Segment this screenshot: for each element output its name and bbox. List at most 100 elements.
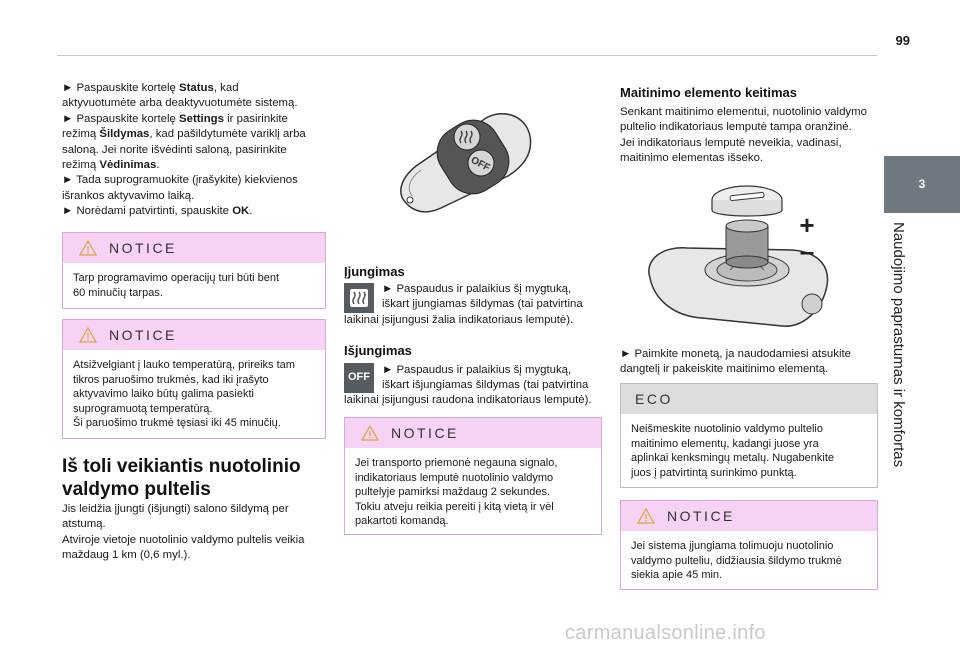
intro-line: aktyvuotumėte arba deaktyvuotumėte siste…	[62, 96, 328, 111]
notice-box-4: NOTICE Jei sistema įjungiama tolimuoju n…	[620, 500, 878, 590]
intro-bold-term: OK	[232, 205, 250, 218]
eco-box: ECO Neišmeskite nuotolinio valdymo pulte…	[620, 383, 878, 488]
intro-text: ► Norėdami patvirtinti, spauskite	[62, 205, 233, 218]
intro-text: režimą	[62, 128, 100, 141]
notice-label: NOTICE	[109, 240, 177, 256]
notice-header: NOTICE	[63, 320, 325, 350]
notice-line: Ši paruošimo trukmė tęsiasi iki 45 minuč…	[73, 417, 281, 429]
chapter-title: Naudojimo paprastumas ir komfortas	[883, 222, 919, 492]
step-line: dangtelį ir pakeiskite maitinimo element…	[620, 363, 829, 376]
notice-line: Atsižvelgiant į lauko temperatūrą, prire…	[73, 359, 295, 371]
intro-bold-term: Šildymas	[99, 128, 150, 141]
eco-line: Neišmeskite nuotolinio valdymo pultelio	[631, 423, 823, 435]
off-line: iškart išjungiamas šildymas (tai patvirt…	[382, 379, 589, 392]
para-line: atstumą.	[62, 518, 106, 531]
eco-header: ECO	[621, 384, 877, 414]
eco-line: aplinkai kenksmingų metalų. Nugabenkite	[631, 452, 835, 464]
notice-line: pakartoti komandą.	[355, 515, 449, 527]
heading-line: Iš toli veikiantis nuotolinio	[62, 456, 301, 477]
step-line: ► Paimkite monetą, ja naudodamiesi atsuk…	[620, 348, 851, 360]
notice-line: Jei sistema įjungiama tolimuoju nuotolin…	[631, 540, 834, 552]
chapter-tab[interactable]: 3	[884, 156, 960, 213]
para-line: Jei indikatoriaus lemputė neveikia, vadi…	[620, 136, 842, 149]
intro-line: išrankos aktyvavimo laiką.	[62, 189, 328, 204]
notice-box-3: NOTICE Jei transporto priemonė negauna s…	[344, 417, 602, 535]
intro-line: ► Norėdami patvirtinti, spauskite OK.	[62, 204, 328, 219]
warning-triangle-icon	[79, 327, 97, 343]
eco-line: juos į patvirtintą surinkimo punktą.	[631, 466, 797, 479]
battery-description: Senkant maitinimo elementui, nuotolinio …	[620, 105, 878, 167]
intro-text: , kad	[213, 82, 239, 94]
para-line: Jis leidžia įjungti (išjungti) salono ši…	[62, 503, 289, 515]
page-number: 99	[895, 33, 910, 48]
chapter-title-text: Naudojimo paprastumas ir komfortas	[890, 222, 907, 468]
notice-header: NOTICE	[63, 233, 325, 263]
intro-text: ► Paspauskite kortelę	[62, 82, 180, 94]
on-line: ► Paspaudus ir palaikius šį mygtuką,	[382, 283, 572, 295]
para-line: pultelio indikatoriaus lemputė tampa ora…	[620, 121, 852, 134]
notice-box-1: NOTICE Tarp programavimo operacijų turi …	[62, 232, 326, 309]
intro-text: aktyvuotumėte arba deaktyvuotumėte siste…	[62, 97, 298, 110]
warning-triangle-icon	[361, 425, 379, 441]
intro-line: ► Paspauskite kortelę Settings ir pasiri…	[62, 112, 328, 127]
notice-header: NOTICE	[621, 501, 877, 531]
intro-text: saloną. Jei norite išvėdinti saloną, pas…	[62, 143, 287, 156]
heading-line: valdymo pultelis	[62, 479, 211, 500]
intro-text: režimą	[62, 159, 100, 172]
notice-label: NOTICE	[667, 508, 735, 524]
para-line: maždaug 1 km (0,6 myl.).	[62, 549, 191, 562]
notice-line: Tarp programavimo operacijų turi būti be…	[73, 272, 280, 284]
para-line: Atviroje vietoje nuotolinio valdymo pult…	[62, 533, 305, 546]
intro-text: , kad pašildytumėte variklį arba	[149, 128, 306, 141]
intro-text: ► Paspauskite kortelę	[62, 112, 180, 125]
notice-label: NOTICE	[109, 327, 177, 343]
notice-box-2: NOTICE Atsižvelgiant į lauko temperatūrą…	[62, 319, 326, 439]
notice-label: NOTICE	[391, 425, 459, 441]
notice-line: valdymo pulteliu, didžiausia šildymo tru…	[631, 554, 842, 567]
intro-line: režimą Vėdinimas.	[62, 158, 328, 173]
warning-triangle-icon	[79, 240, 97, 256]
off-icon-text: OFF	[348, 371, 370, 383]
para-line: maitinimo elementas išseko.	[620, 152, 764, 165]
intro-bold-term: Vėdinimas	[99, 159, 157, 172]
notice-line: pultelyje pamirksi maždaug 2 sekundes.	[355, 486, 551, 498]
battery-replacement-illustration: + –	[648, 185, 829, 327]
battery-minus-icon: –	[800, 236, 814, 266]
intro-text: .	[249, 205, 253, 218]
intro-bold-term: Settings	[179, 112, 224, 125]
off-line-last: laikinai įsijungusi raudona indikatoriau…	[344, 394, 592, 406]
notice-line: 60 minučių tarpas.	[73, 286, 163, 299]
notice-line: Tokiu atveju reikia pereiti į kitą vietą…	[355, 500, 554, 513]
intro-line: ► Tada suprogramuokite (įrašykite) kiekv…	[62, 173, 328, 188]
battery-plus-icon: +	[799, 210, 814, 240]
notice-line: suprogramuotą temperatūrą.	[73, 402, 213, 415]
notice-line: Jei transporto priemonė negauna signalo,	[355, 457, 558, 469]
intro-line: saloną. Jei norite išvėdinti saloną, pas…	[62, 143, 328, 158]
remote-control-illustration: OFF	[400, 113, 532, 213]
top-rule	[57, 55, 877, 56]
notice-line: aktyvavimo laiko būtų galima pasiekti	[73, 388, 254, 400]
on-heading: Įjungimas	[344, 264, 405, 279]
intro-text: .	[156, 159, 160, 172]
notice-line: siekia apie 45 min.	[631, 569, 723, 581]
off-heading: Išjungimas	[344, 343, 412, 358]
notice-header: NOTICE	[345, 418, 601, 448]
on-line-last: laikinai įsijungusi žalia indikatoriaus …	[344, 314, 574, 326]
intro-line: režimą Šildymas, kad pašildytumėte varik…	[62, 127, 328, 142]
on-line: iškart įjungiamas šildymas (tai patvirti…	[382, 298, 583, 311]
section-heading-remote: Iš toli veikiantis nuotolinio valdymo pu…	[62, 455, 332, 501]
intro-text: ir pasirinkite	[223, 112, 288, 125]
notice-line: indikatoriaus lemputė nuotolinio valdymo	[355, 471, 554, 484]
notice-line: tikros paruošimo trukmės, kad iki įrašyt…	[73, 373, 269, 386]
off-description: ► Paspaudus ir palaikius šį mygtuką, išk…	[382, 363, 604, 394]
battery-heading: Maitinimo elemento keitimas	[620, 85, 797, 100]
on-description: ► Paspaudus ir palaikius šį mygtuką, išk…	[382, 282, 604, 313]
heating-on-icon	[344, 283, 374, 313]
intro-text: išrankos aktyvavimo laiką.	[62, 189, 195, 202]
eco-label: ECO	[635, 391, 673, 407]
off-line: ► Paspaudus ir palaikius šį mygtuką,	[382, 364, 572, 376]
off-button-icon: OFF	[344, 363, 374, 393]
warning-triangle-icon	[637, 508, 655, 524]
intro-line: ► Paspauskite kortelę Status, kad	[62, 81, 328, 96]
